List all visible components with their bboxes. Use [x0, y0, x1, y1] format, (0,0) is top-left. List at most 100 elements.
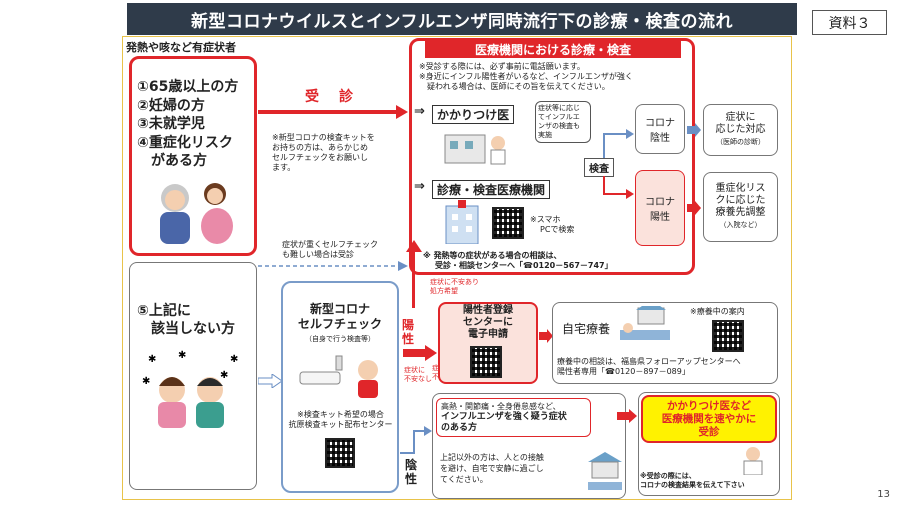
note-line: を避け、自宅で安静に過ごし	[440, 464, 544, 473]
kit-note: ※新型コロナの検査キットを お持ちの方は、あらかじめ セルフチェックをお願いし …	[272, 133, 407, 173]
svg-text:✱: ✱	[148, 354, 156, 365]
home-info: ※療養中の案内	[690, 307, 745, 316]
box-line: 受診	[698, 425, 720, 438]
note-line: PCで検索	[540, 225, 575, 234]
flu-suspect-box: 高熱・関節痛・全身倦怠感など、 インフルエンザを強く疑う症状 のある方	[436, 398, 591, 437]
note-line: 療養中の相談は、福島県フォローアップセンターへ	[557, 357, 741, 366]
box-line: のある方	[441, 423, 478, 433]
note-line: 受診・相談センターへ「☎0120－567－747」	[435, 261, 613, 270]
arrow-mark: ⇒	[414, 104, 425, 119]
symptom-title: 発熱や咳など有症状者	[126, 41, 236, 54]
elderly-pregnant-illustration	[145, 176, 245, 246]
flu-test-note: 症状等に応じ てインフルエ ンザの検査も 実施	[535, 101, 591, 143]
box-line: 電子申請	[468, 329, 508, 340]
consult-label: 受 診	[305, 89, 356, 105]
note-line: 陽性者専用「☎0120－897－089」	[557, 367, 690, 376]
kit-distribution: ※検査キット希望の場合 抗原検査キット配布センター	[283, 410, 398, 430]
svg-text:✱: ✱	[178, 350, 186, 361]
sumaho-note: ※スマホ PCで検索	[530, 215, 574, 235]
box-line: 療養先調整	[715, 207, 766, 218]
mild-note: 症状が重くセルフチェック も難しい場合は受診	[282, 240, 378, 260]
list-item: ②妊婦の方	[137, 97, 205, 114]
consult-center: ※ 発熱等の症状がある場合の相談は、 受診・相談センターへ「☎0120－567－…	[423, 251, 693, 271]
urgent-arrow	[617, 408, 637, 427]
note-line: お持ちの方は、あらかじめ	[272, 143, 368, 152]
box-line: センターに	[463, 317, 513, 328]
diagram-frame	[122, 36, 792, 500]
consult-arrow	[258, 104, 408, 119]
negative-label: 陰性	[405, 458, 418, 486]
mild-arrow	[258, 258, 408, 272]
note-line: てください。	[440, 475, 488, 484]
right-arrow	[687, 122, 701, 141]
urgent-note: ※受診の際には、 コロナの検査結果を伝えて下さい	[640, 472, 780, 490]
list-item: ⑤上記に	[137, 303, 191, 319]
list-item: がある方	[137, 153, 207, 169]
corona-positive-box: コロナ 陽性	[635, 170, 685, 246]
home-label: 自宅療養	[562, 322, 611, 336]
followup-info: 療養中の相談は、福島県フォローアップセンターへ 陽性者専用「☎0120－897－…	[557, 357, 777, 377]
urgent-box: かかりつけ医など 医療機関を速やかに 受診	[641, 395, 777, 443]
unease-note: 症状に不安あり 処方希望	[430, 278, 479, 296]
note-line: 抗原検査キット配布センター	[288, 420, 393, 429]
doc-label: 資料３	[812, 10, 887, 35]
test-branch-arrows	[598, 124, 638, 204]
clinic-building-icon	[440, 125, 510, 165]
note-line: てインフルエ	[538, 113, 580, 121]
kensa-label: 検査	[584, 158, 614, 177]
box-line: かかりつけ医など	[666, 399, 752, 412]
note-line: 処方希望	[430, 287, 458, 295]
box-line: 医療機関を速やかに	[661, 412, 757, 425]
negative-arrow	[400, 423, 432, 457]
box-line: コロナ	[645, 118, 675, 129]
note-line: ンザの検査も	[538, 122, 580, 130]
sick-people-illustration: ✱✱✱✱✱	[140, 350, 250, 430]
selfcheck-title: 新型コロナ セルフチェック	[281, 302, 399, 332]
registration-arrow	[539, 328, 553, 347]
positive-arrow	[403, 345, 437, 365]
title-line: セルフチェック	[297, 317, 382, 331]
others-list: ⑤上記に 該当しない方	[137, 302, 235, 338]
note-line: 不安なし	[404, 375, 432, 383]
qr-code[interactable]	[712, 320, 744, 352]
note-line: ※ 発熱等の症状がある場合の相談は、	[423, 251, 562, 260]
box-line: 応じた対応	[715, 124, 766, 135]
kakaritsuke-label: かかりつけ医	[432, 105, 515, 124]
note-line: ※検査キット希望の場合	[297, 410, 384, 419]
selfcheck-sub: （自身で行う検査等）	[305, 335, 375, 343]
box-subline: （医師の診断）	[716, 138, 765, 146]
note-line: 症状に	[404, 366, 425, 374]
svg-text:✱: ✱	[220, 370, 228, 381]
note-line: 上記以外の方は、人との接触	[440, 453, 544, 462]
box-line: 陽性	[650, 212, 670, 223]
list-item: ③未就学児	[137, 116, 205, 132]
result-negative: 症状に 応じた対応 （医師の診断）	[703, 104, 778, 156]
note-line: 実施	[538, 131, 552, 139]
others-box	[129, 262, 257, 490]
clinic-notes: ※受診する際には、必ず事前に電話願います。 ※身近にインフル陽性者がいるなど、イ…	[419, 62, 694, 92]
qr-code[interactable]	[470, 346, 502, 378]
box-line: インフルエンザを強く疑う症状	[441, 412, 567, 422]
box-line: コロナ	[645, 197, 675, 208]
registration-text: 陽性者登録 センターに 電子申請	[438, 305, 538, 341]
hospital-icon	[442, 200, 482, 245]
corona-negative-box: コロナ 陰性	[635, 104, 685, 154]
note-line: 疑われる場合は、医師にその旨を伝えてください。	[419, 82, 610, 91]
note-line: 症状が重くセルフチェック	[282, 240, 378, 249]
page-number: 13	[877, 489, 890, 500]
qr-code[interactable]	[325, 438, 355, 468]
unease-none-note: 症状に 不安なし	[404, 366, 432, 384]
note-line: ※スマホ	[530, 215, 561, 224]
arrow-mark: ⇒	[414, 179, 425, 194]
qr-code[interactable]	[492, 207, 524, 239]
svg-text:✱: ✱	[142, 376, 150, 387]
list-item: ④重症化リスク	[137, 134, 233, 151]
right-arrow	[687, 200, 701, 219]
test-kit-illustration	[296, 348, 386, 400]
box-line: 陽性者登録	[463, 305, 513, 316]
box-subline: （入院など）	[719, 221, 762, 229]
note-line: ※受診する際には、必ず事前に電話願います。	[419, 62, 585, 71]
box-line: 高熱・関節痛・全身倦怠感など、	[441, 402, 561, 411]
box-line: 症状に	[725, 112, 756, 123]
title-line: 新型コロナ	[309, 302, 370, 316]
